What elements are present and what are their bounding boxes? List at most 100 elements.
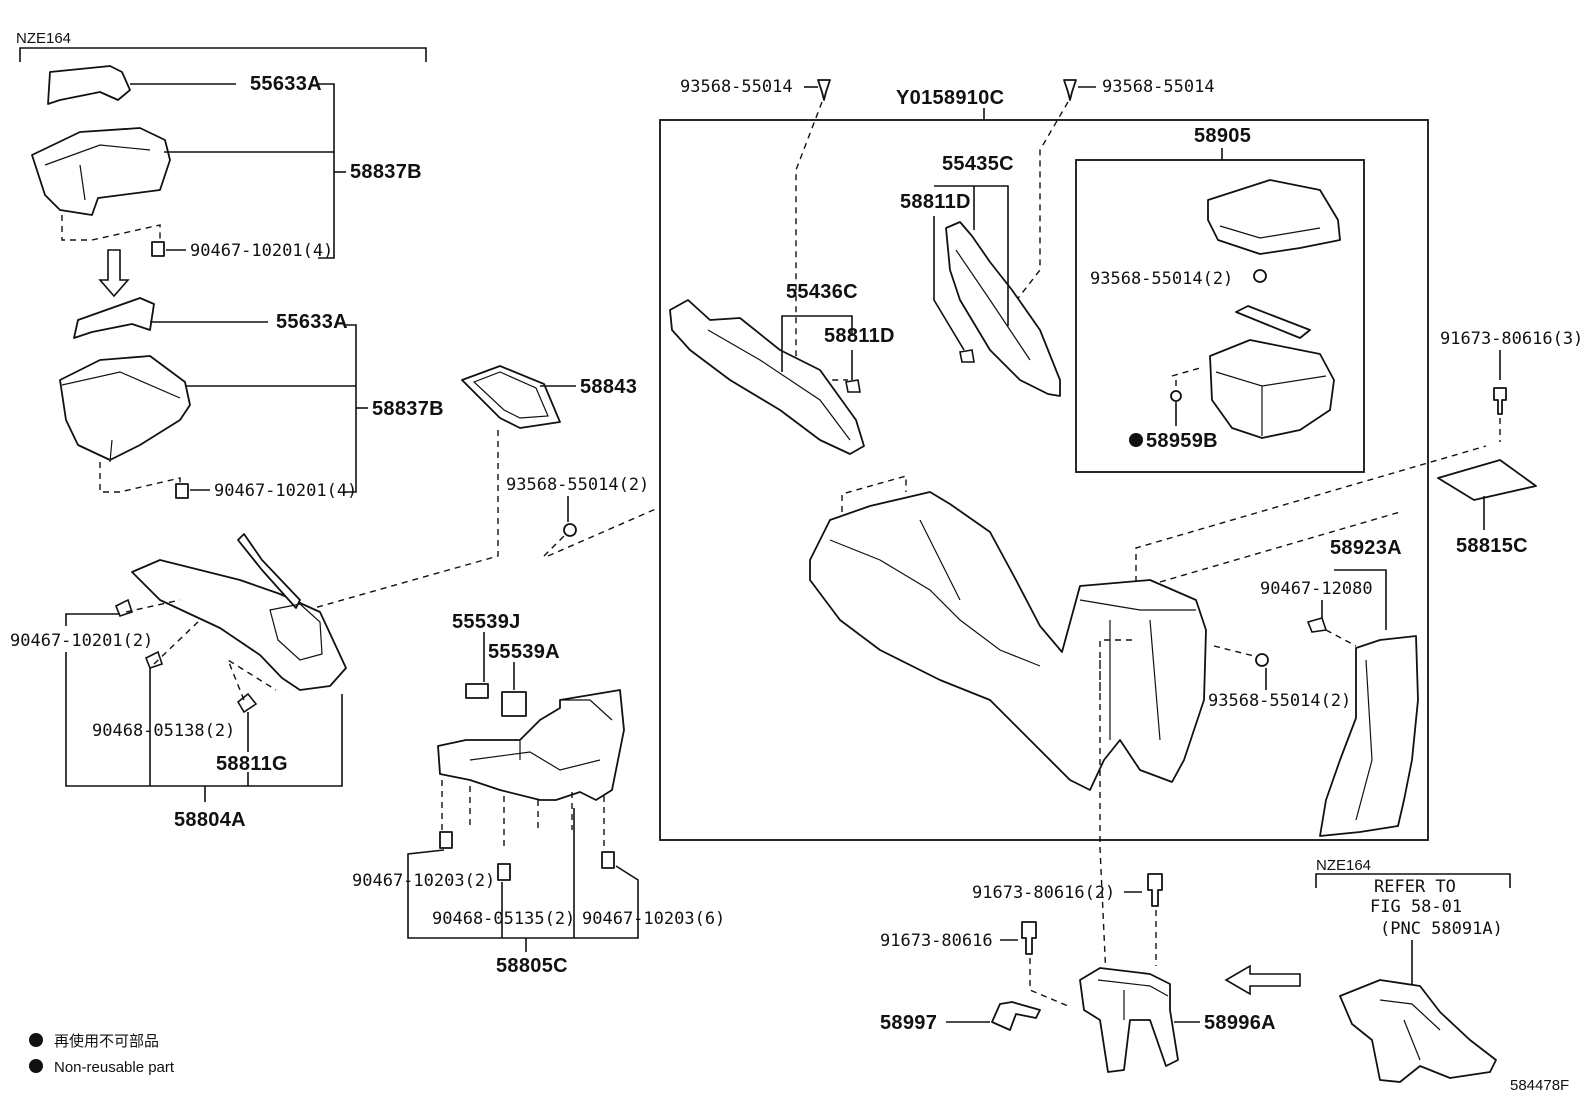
part-label-90467-10201-4-top: 90467-10201(4): [190, 241, 333, 261]
arrow-left-icon: [1224, 964, 1301, 996]
clip-90467-10203-drawing: [439, 831, 453, 849]
assembly-dash: [61, 215, 161, 245]
part-detail: [44, 144, 151, 201]
assembly-dash: [1099, 639, 1132, 1021]
part-label-58905: 58905: [1194, 125, 1251, 147]
variant-label-top: NZE164: [16, 30, 71, 47]
non-reusable-marker-icon: [1129, 433, 1143, 447]
bolt-91673-3-drawing: [1493, 387, 1507, 415]
part-label-58843: 58843: [580, 376, 637, 398]
part-55539j-drawing: [465, 683, 489, 699]
figure-code: 584478F: [1510, 1077, 1569, 1094]
part-detail: [472, 371, 549, 419]
part-55436c-drawing: [669, 299, 865, 455]
arrow-down-icon: [98, 249, 130, 298]
clip-90467-mid-drawing: [175, 483, 189, 499]
part-detail: [1219, 225, 1321, 239]
part-detail: [707, 329, 851, 441]
part-detail: [1215, 371, 1327, 436]
variant-bracket-top: [19, 47, 427, 62]
screw-drawing: [563, 523, 577, 537]
console-body-drawing: [809, 491, 1207, 791]
part-58996a-drawing: [1079, 967, 1179, 1073]
part-label-93568-55014-topright: 93568-55014: [1102, 77, 1215, 97]
part-detail: [1379, 999, 1441, 1061]
hinge-drawing: [1235, 305, 1311, 339]
part-label-58804a: 58804A: [174, 809, 246, 831]
part-label-93568-55014-topleft: 93568-55014: [680, 77, 793, 97]
part-label-55539j: 55539J: [452, 611, 521, 633]
part-detail: [61, 371, 181, 463]
part-label-55633a-mid: 55633A: [276, 311, 348, 333]
clip-90467-10203-6-drawing: [601, 851, 615, 869]
refer-line-2: FIG 58-01: [1370, 897, 1462, 917]
bracket-55435c: [934, 185, 1009, 326]
assembly-dash: [299, 430, 499, 613]
bracket-58804a: [65, 652, 343, 787]
legend-dot-icon: [29, 1033, 43, 1047]
part-label-55435c: 55435C: [942, 153, 1014, 175]
assembly-dash: [1135, 445, 1487, 582]
part-label-90467-10201-4-mid: 90467-10201(4): [214, 481, 357, 501]
legend-dot-icon: [29, 1059, 43, 1073]
screw-right-drawing: [1255, 653, 1269, 667]
part-58905-lid-drawing: [1207, 179, 1341, 255]
assembly-dash: [841, 475, 907, 512]
part-label-58811d-lower: 58811D: [824, 325, 895, 347]
part-58091a-drawing: [1339, 979, 1497, 1083]
part-58804a-drawing: [131, 559, 347, 691]
clip-58811g-drawing: [236, 692, 258, 714]
part-label-90467-10203-2: 90467-10203(2): [352, 871, 495, 891]
clip-58811d-lower-drawing: [845, 379, 861, 393]
part-label-58815c: 58815C: [1456, 535, 1528, 557]
assembly-dash: [1325, 629, 1357, 647]
part-label-91673-80616-3: 91673-80616(3): [1440, 329, 1583, 349]
part-label-58837b-mid: 58837B: [372, 398, 444, 420]
part-label-90467-10203-6: 90467-10203(6): [582, 909, 725, 929]
group-label: Y0158910C: [896, 87, 1004, 109]
part-label-58997: 58997: [880, 1012, 937, 1034]
part-label-90467-10201-2: 90467-10201(2): [10, 631, 153, 651]
bolt-91673-2-drawing: [1147, 873, 1163, 907]
assembly-dash: [99, 462, 181, 493]
part-58843-drawing: [461, 365, 561, 429]
variant-bracket-bottom: [1315, 873, 1511, 888]
part-detail: [955, 249, 1031, 361]
part-58837b-mid-drawing: [59, 355, 191, 461]
leader-line: [933, 216, 965, 351]
part-label-58837b-top: 58837B: [350, 161, 422, 183]
assembly-dash: [1029, 958, 1069, 1007]
part-label-55539a: 55539A: [488, 641, 560, 663]
clip-90467-top-drawing: [151, 241, 165, 257]
console-detail: [829, 519, 1196, 741]
screw-topright-drawing: [1063, 79, 1077, 101]
part-label-58923a: 58923A: [1330, 537, 1402, 559]
assembly-dash: [125, 599, 277, 701]
part-label-58996a: 58996A: [1204, 1012, 1276, 1034]
bracket-58837b-mid: [344, 324, 357, 493]
part-label-58811g: 58811G: [216, 753, 288, 775]
clip-90468-05138-drawing: [144, 650, 164, 669]
leader-line: [65, 613, 120, 626]
part-label-93568-55014-2-right: 93568-55014(2): [1208, 691, 1351, 711]
part-detail: [469, 699, 613, 771]
part-58997-drawing: [991, 1001, 1041, 1031]
legend-japanese: 再使用不可部品: [54, 1033, 159, 1050]
bolt-91673-drawing: [1021, 921, 1037, 955]
part-label-55633a-top: 55633A: [250, 73, 322, 95]
part-label-90467-12080: 90467-12080: [1260, 579, 1373, 599]
part-55539a-drawing: [501, 691, 527, 717]
clip-90467-10201-2-drawing: [114, 598, 134, 617]
part-label-90468-05135-2: 90468-05135(2): [432, 909, 575, 929]
part-detail: [1355, 659, 1373, 821]
part-55633a-mid-drawing: [73, 297, 155, 339]
clip-58811d-upper-drawing: [959, 349, 975, 363]
clip-90468-05135-drawing: [497, 863, 511, 881]
part-label-90468-05138-2: 90468-05138(2): [92, 721, 235, 741]
refer-line-1: REFER TO: [1374, 877, 1456, 897]
assembly-dash: [1213, 645, 1255, 657]
assembly-dash: [1011, 101, 1069, 307]
part-label-93568-55014-2-left: 93568-55014(2): [506, 475, 649, 495]
screw-box-drawing: [1253, 269, 1267, 283]
part-58837b-top-drawing: [31, 127, 171, 216]
